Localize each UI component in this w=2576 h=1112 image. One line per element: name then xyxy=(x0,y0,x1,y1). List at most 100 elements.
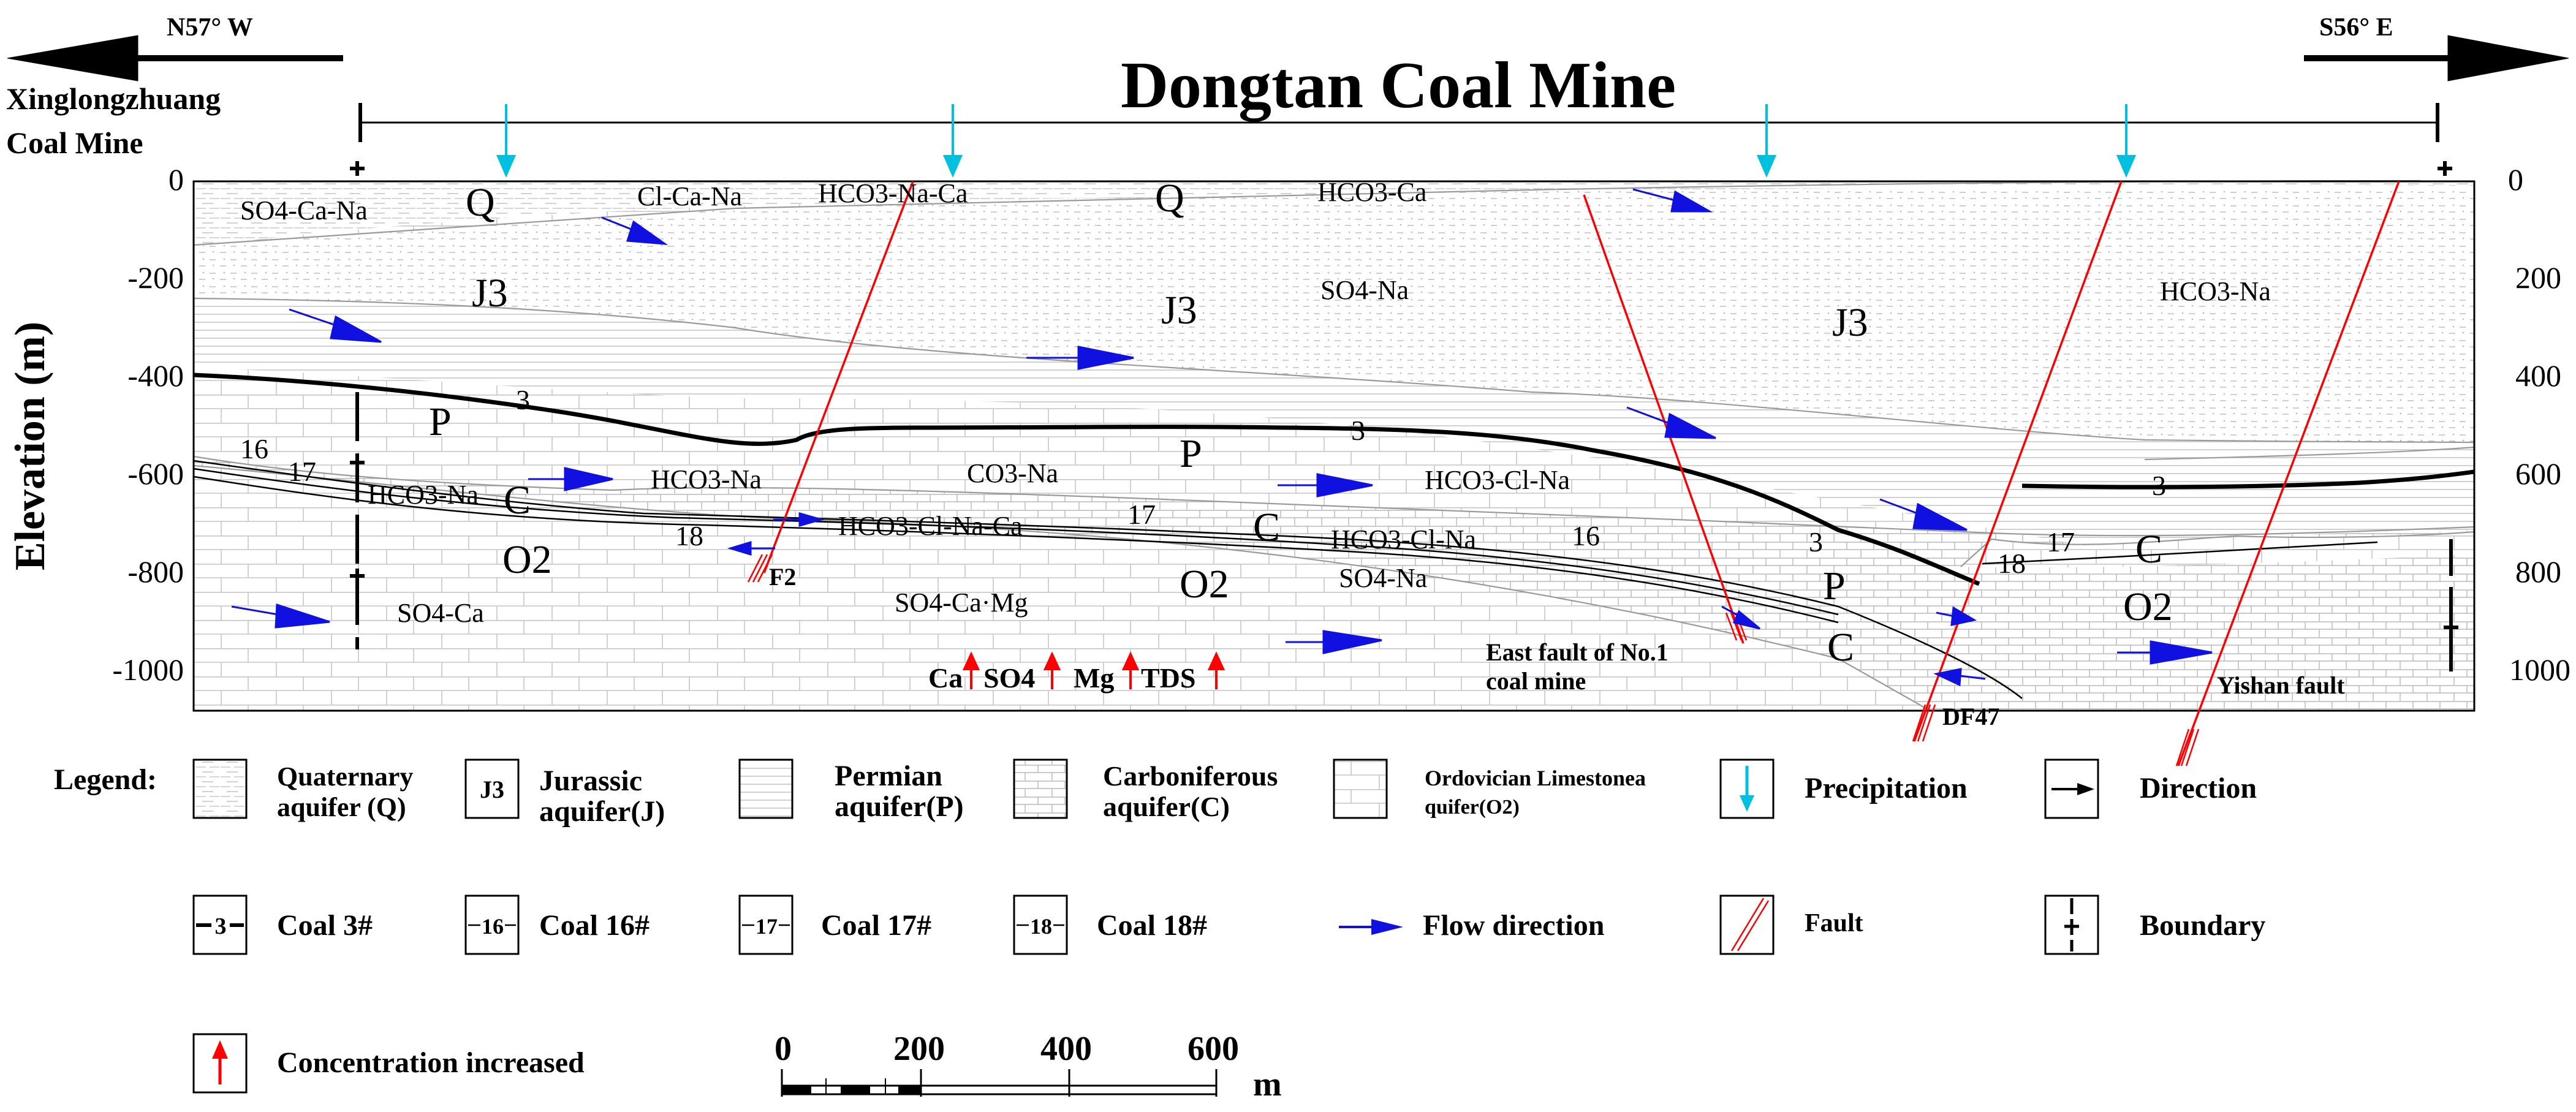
scale-tick: 400 xyxy=(1040,1030,1092,1068)
page-title: Dongtan Coal Mine xyxy=(1121,49,1676,122)
y-tick-right: 600 xyxy=(2515,456,2561,491)
legend-coal18-symbol: 18 xyxy=(1030,914,1052,939)
y-tick-left: -800 xyxy=(127,554,184,589)
fault-f2-label: F2 xyxy=(769,563,796,591)
legend-jurassic-2: aquifer(J) xyxy=(539,795,665,828)
flow-arrow-12 xyxy=(773,512,825,527)
flow-arrow-6 xyxy=(528,467,613,491)
fault-yishan-label: Yishan fault xyxy=(2217,671,2345,699)
faults xyxy=(747,181,2400,766)
stratum-o: O2 xyxy=(1180,562,1229,607)
legend-boundary: Boundary xyxy=(2140,909,2265,942)
y-tick-left: 0 xyxy=(169,162,184,197)
ion-tds: TDS xyxy=(1141,662,1195,694)
water-type: HCO3-Na xyxy=(368,480,479,510)
coal-17-label: 17 xyxy=(288,456,316,487)
water-type: HCO3-Cl-Na xyxy=(1331,524,1476,554)
water-type: SO4-Na xyxy=(1320,275,1409,305)
coal-18-label: 18 xyxy=(675,520,703,551)
stratum-c: C xyxy=(1253,505,1280,550)
ion-mg: Mg xyxy=(1074,662,1114,694)
legend-ordovician-1: Ordovician Limestonea xyxy=(1425,766,1646,790)
quaternary-layer xyxy=(194,181,2474,247)
precipitation-arrows xyxy=(496,104,2137,178)
scale-tick: 600 xyxy=(1188,1030,1239,1068)
ion-so4: SO4 xyxy=(983,662,1035,694)
flow-arrow-4 xyxy=(1026,346,1134,370)
y-tick-right: 1000 xyxy=(2509,652,2570,687)
mine-extent-line xyxy=(358,103,2439,142)
strata-labels: Q Q J3 J3 J3 P P P C C C C O2 O2 O2 xyxy=(429,176,2173,670)
coal-3-seam xyxy=(193,373,1980,586)
y-tick-right: 0 xyxy=(2508,162,2523,197)
flow-arrow-7 xyxy=(1278,473,1373,497)
coal-16-label: 16 xyxy=(1572,520,1600,551)
legend-fault: Fault xyxy=(1805,909,1863,937)
legend-jurassic-1: Jurassic xyxy=(539,765,642,797)
strata-fill xyxy=(194,181,2474,711)
flow-arrow-9 xyxy=(231,603,330,629)
water-type: SO4-Na xyxy=(1339,563,1427,593)
left-mine-name-1: Xinglongzhuang xyxy=(6,81,221,116)
water-type: SO4-Ca-Na xyxy=(240,195,368,225)
scale-bar: 0 200 400 600 m xyxy=(775,1030,1282,1103)
legend-coal3: Coal 3# xyxy=(277,909,373,942)
y-tick-left: -200 xyxy=(127,260,184,295)
boundary-markers xyxy=(350,161,2458,674)
coal-3-seam-east xyxy=(2021,469,2475,490)
water-type: HCO3-Ca xyxy=(1317,177,1426,207)
stratum-p: P xyxy=(429,399,452,444)
coal-18-label: 18 xyxy=(1998,548,2026,579)
fault-yishan-line xyxy=(2177,181,2400,766)
flow-arrow-15 xyxy=(1933,668,1986,687)
scale-unit: m xyxy=(1253,1065,1282,1103)
flow-arrow-16 xyxy=(1936,606,1977,626)
flow-arrow-3 xyxy=(289,308,382,343)
water-type: HCO3-Cl-Na-Ca xyxy=(838,511,1023,541)
y-tick-right: 200 xyxy=(2515,260,2561,295)
legend-quaternary-2: aquifer (Q) xyxy=(277,792,406,822)
legend-coal16-symbol: 16 xyxy=(482,914,504,939)
stratum-c: C xyxy=(504,478,531,523)
water-type: HCO3-Na xyxy=(2160,276,2271,306)
fault-east-label-2: coal mine xyxy=(1486,667,1586,695)
legend-jurassic-symbol: J3 xyxy=(480,776,504,803)
concentration-arrows xyxy=(962,651,1225,689)
coal-17-seam-east xyxy=(1982,541,2378,565)
coal-3-label: 3 xyxy=(516,384,530,415)
legend-quaternary-1: Quaternary xyxy=(277,762,413,792)
stratum-o: O2 xyxy=(2123,584,2173,629)
jurassic-layer xyxy=(194,181,2474,442)
coal-3-label: 3 xyxy=(1351,415,1365,446)
y-tick-right: 400 xyxy=(2515,358,2561,393)
y-tick-left: -600 xyxy=(127,456,184,491)
coal-3-label: 3 xyxy=(2152,470,2166,501)
coal-3-label: 3 xyxy=(1809,526,1823,558)
flow-arrow-11 xyxy=(2117,640,2213,665)
ion-ca: Ca xyxy=(928,662,963,694)
stratum-c: C xyxy=(2135,527,2162,572)
y-axis-label: Elevation (m) xyxy=(7,322,54,570)
stratum-j: J3 xyxy=(1161,288,1197,333)
coal-number-labels: 3 3 3 3 16 16 17 17 17 18 18 xyxy=(240,384,2166,579)
stratum-p: P xyxy=(1823,564,1846,608)
legend-coal18: Coal 18# xyxy=(1097,909,1207,942)
y-tick-left: -1000 xyxy=(112,652,184,687)
legend-permian-2: aquifer(P) xyxy=(835,790,964,823)
legend-coal3-symbol: 3 xyxy=(215,913,227,939)
concentration-labels: Ca SO4 Mg TDS xyxy=(928,662,1195,694)
coal-seams xyxy=(193,373,2475,699)
water-type: HCO3-Na xyxy=(651,464,762,494)
stratum-j: J3 xyxy=(472,271,508,316)
water-type-labels: SO4-Ca-Na Cl-Ca-Na HCO3-Na-Ca HCO3-Ca SO… xyxy=(240,177,2271,628)
coal-17-seam xyxy=(193,467,1839,616)
coal-18-seam xyxy=(193,475,1839,624)
legend-flow: Flow direction xyxy=(1423,909,1604,942)
flow-arrow-1 xyxy=(601,216,669,245)
fault-ticks xyxy=(747,554,2200,766)
y-axis-right-ticks: 0 200 400 600 800 1000 xyxy=(2508,162,2570,687)
flow-arrow-14 xyxy=(1721,605,1760,630)
legend-carboniferous-2: aquifer(C) xyxy=(1103,791,1230,822)
scale-tick: 200 xyxy=(893,1030,945,1068)
